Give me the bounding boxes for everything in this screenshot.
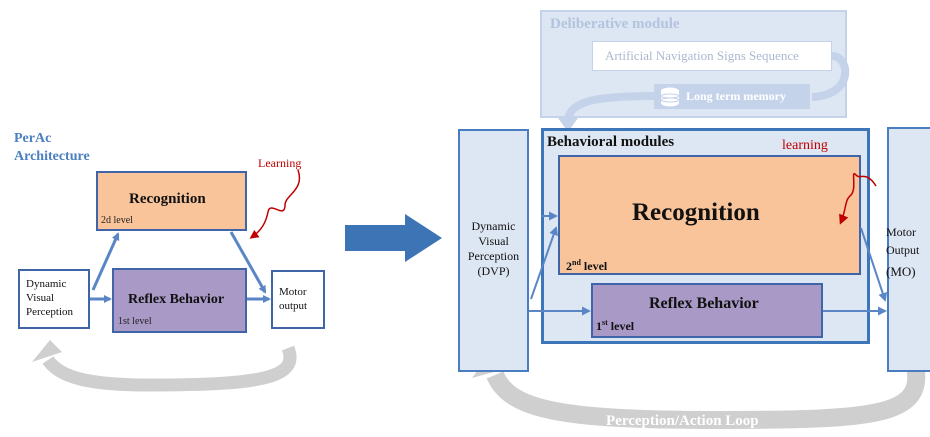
right-mo-line2: Output xyxy=(886,243,920,257)
right-motor-box: Motor Output (MO) xyxy=(886,127,930,372)
right-dvp-line2: Visual xyxy=(478,234,509,248)
signs-sequence-box: Artificial Navigation Signs Sequence xyxy=(592,41,832,71)
left-reflex-label: Reflex Behavior xyxy=(128,292,225,307)
right-recognition-box: Recognition 2nd level xyxy=(558,155,861,275)
right-squiggle-arrow-icon xyxy=(839,172,877,225)
left-recognition-label: Recognition xyxy=(129,191,206,207)
right-reflex-level-sup: st xyxy=(602,318,608,327)
right-reflex-level-tail: level xyxy=(607,319,635,333)
right-reflex-label: Reflex Behavior xyxy=(649,295,759,312)
right-reflex-box: Reflex Behavior 1st level xyxy=(591,283,823,338)
signs-sequence-label: Artificial Navigation Signs Sequence xyxy=(605,48,799,63)
left-reflex-box: Reflex Behavior 1st level xyxy=(112,268,247,333)
left-title-line1: PerAc xyxy=(14,131,52,146)
long-term-memory-label: Long term memory xyxy=(686,89,786,103)
left-learning-label: Learning xyxy=(258,156,302,170)
right-mo-line1: Motor xyxy=(886,225,916,239)
right-reflex-level-num: 1 xyxy=(596,319,602,333)
left-dvp-line1: Dynamic xyxy=(26,278,67,290)
deliberative-title: Deliberative module xyxy=(550,16,680,32)
right-recognition-level-num: 2 xyxy=(566,259,572,273)
database-icon xyxy=(660,87,680,107)
right-loop-label: Perception/Action Loop xyxy=(606,413,759,429)
left-dvp-line2: Visual xyxy=(26,292,55,304)
left-motor-box: Motor output xyxy=(271,270,325,329)
left-dvp-box: Dynamic Visual Perception xyxy=(18,269,90,329)
right-dvp-line3: Perception xyxy=(467,249,520,263)
right-recognition-label: Recognition xyxy=(632,199,760,226)
left-reflex-level: 1st level xyxy=(118,316,152,327)
right-reflex-level: 1st level xyxy=(596,318,634,334)
right-recognition-level-sup: nd xyxy=(572,258,581,267)
left-recognition-box: Recognition 2d level xyxy=(96,171,247,231)
left-squiggle-arrow-icon xyxy=(249,169,301,239)
left-title-line2: Architecture xyxy=(14,149,90,164)
left-title: PerAc Architecture xyxy=(14,130,90,166)
behavioral-title: Behavioral modules xyxy=(547,134,675,150)
left-recognition-level: 2d level xyxy=(101,215,133,226)
right-recognition-level-tail: level xyxy=(580,259,608,273)
left-loop-label: Perception/Action Loop xyxy=(98,361,221,375)
right-learning-label: learning xyxy=(782,138,828,153)
right-mo-line3: (MO) xyxy=(886,264,916,279)
left-motor-line1: Motor xyxy=(279,286,307,298)
right-dvp-line4: (DVP) xyxy=(477,264,510,278)
long-term-memory-box: Long term memory xyxy=(654,84,810,109)
left-dvp-line3: Perception xyxy=(26,306,74,318)
right-recognition-level: 2nd level xyxy=(566,258,607,274)
right-dvp-box: Dynamic Visual Perception (DVP) xyxy=(458,129,529,372)
right-dvp-line1: Dynamic xyxy=(471,219,516,233)
left-motor-line2: output xyxy=(279,300,308,312)
